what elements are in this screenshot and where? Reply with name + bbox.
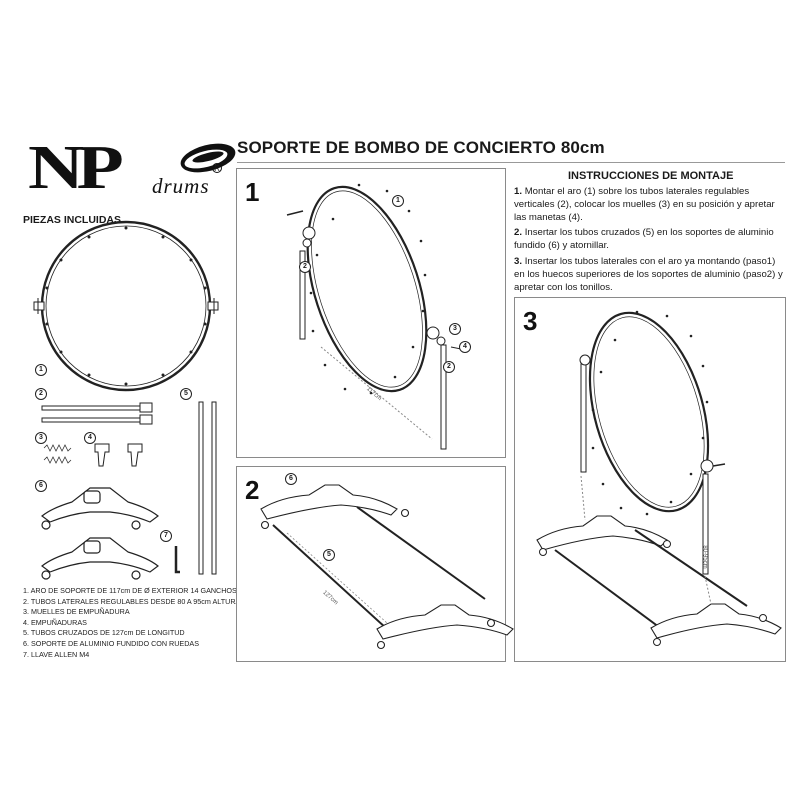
legend-item-5: 5. TUBOS CRUZADOS DE 127cm DE LONGITUD bbox=[23, 628, 185, 638]
logo-letters: NP bbox=[28, 134, 124, 202]
legend-item-6: 6. SOPORTE DE ALUMINIO FUNDIDO CON RUEDA… bbox=[23, 638, 199, 648]
step-1-part-2-left: 2 bbox=[299, 261, 311, 273]
logo-wordmark: drums bbox=[152, 174, 210, 198]
parts-legend: 1. ARO DE SOPORTE DE 117cm DE Ø EXTERIOR… bbox=[23, 586, 240, 660]
instruction-text: Montar el aro (1) sobre los tubos latera… bbox=[514, 186, 775, 223]
step-1-part-4: 4 bbox=[459, 341, 471, 353]
step-3-label: 3 bbox=[523, 306, 538, 336]
instruction-step-1: 1. Montar el aro (1) sobre los tubos lat… bbox=[514, 186, 786, 224]
legend-item-3: 3. MUELLES DE EMPUÑADURA bbox=[23, 607, 130, 617]
step-1-part-3: 3 bbox=[449, 323, 461, 335]
step-1-part-2-right: 2 bbox=[443, 361, 455, 373]
step-2-drawing bbox=[260, 484, 514, 650]
part-number-5: 5 bbox=[180, 388, 192, 400]
instruction-step-2: 2. Insertar los tubos cruzados (5) en lo… bbox=[514, 227, 786, 253]
registered-mark: R bbox=[212, 163, 222, 173]
instruction-number: 3. bbox=[514, 256, 523, 267]
part-number-4: 4 bbox=[84, 432, 96, 444]
part-number-7: 7 bbox=[160, 530, 172, 542]
part-number-2: 2 bbox=[35, 388, 47, 400]
step-2-label: 2 bbox=[245, 475, 260, 505]
cast-bases-drawing bbox=[41, 487, 159, 580]
title-divider bbox=[237, 162, 785, 163]
step-1-drawing bbox=[286, 183, 466, 450]
pieces-title: PIEZAS INCLUIDAS bbox=[23, 214, 122, 226]
step-2-part-5: 5 bbox=[323, 549, 335, 561]
step-3-drawing bbox=[536, 310, 782, 646]
np-drums-logo: NP drums R bbox=[28, 134, 236, 204]
hoop-drawing bbox=[33, 220, 219, 392]
instruction-text: Insertar los tubos laterales con el aro … bbox=[514, 256, 783, 293]
page-title: SOPORTE DE BOMBO DE CONCIERTO 80cm bbox=[237, 138, 605, 157]
instruction-number: 1. bbox=[514, 186, 523, 197]
part-number-6: 6 bbox=[35, 480, 47, 492]
instruction-text: Insertar los tubos cruzados (5) en los s… bbox=[514, 227, 774, 251]
parts-illustration bbox=[33, 220, 219, 580]
step-1-label: 1 bbox=[245, 177, 260, 207]
part-number-3: 3 bbox=[35, 432, 47, 444]
legend-item-4: 4. EMPUÑADURAS bbox=[23, 617, 87, 627]
side-tubes-drawing bbox=[41, 402, 153, 425]
legend-item-1: 1. ARO DE SOPORTE DE 117cm DE Ø EXTERIOR… bbox=[23, 586, 237, 595]
legend-item-7: 7. LLAVE ALLEN M4 bbox=[23, 649, 90, 659]
allen-key-drawing bbox=[174, 546, 180, 574]
assembly-step-2-panel: 2 6 5 127cm bbox=[236, 466, 514, 662]
assembly-step-3-panel: 3 bbox=[514, 297, 786, 662]
step-1-part-1: 1 bbox=[392, 195, 404, 207]
step-3-dimension: 80-95cm bbox=[701, 545, 708, 569]
step-2-part-6: 6 bbox=[285, 473, 297, 485]
handles-drawing bbox=[94, 443, 143, 467]
instruction-number: 2. bbox=[514, 227, 523, 238]
part-number-1: 1 bbox=[35, 364, 47, 376]
instruction-step-3: 3. Insertar los tubos laterales con el a… bbox=[514, 256, 786, 294]
cross-tubes-drawing bbox=[198, 401, 217, 575]
legend-item-2: 2. TUBOS LATERALES REGULABLES DESDE 80 A… bbox=[23, 596, 241, 606]
instructions-title: INSTRUCCIONES DE MONTAJE bbox=[568, 170, 734, 182]
springs-drawing bbox=[43, 444, 72, 464]
assembly-step-1-panel: 1 1 2 3 4 2 117cm bbox=[236, 168, 506, 458]
